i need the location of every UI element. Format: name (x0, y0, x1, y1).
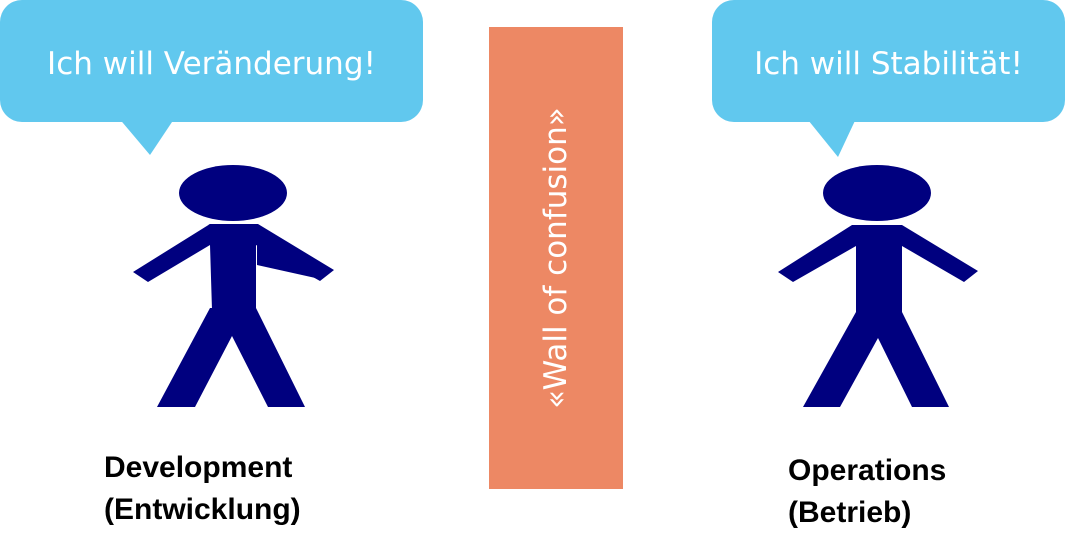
development-label: Development (Entwicklung) (104, 447, 301, 531)
operations-translation: (Betrieb) (788, 496, 912, 529)
operations-speech-bubble: Ich will Stabilität! (712, 0, 1065, 122)
development-speech-text: Ich will Veränderung! (47, 46, 376, 82)
operations-speech-text: Ich will Stabilität! (754, 46, 1023, 82)
development-speech-bubble: Ich will Veränderung! (0, 0, 423, 122)
development-translation: (Entwicklung) (104, 493, 301, 526)
wall-of-confusion: «Wall of confusion» (489, 27, 623, 489)
wall-label: «Wall of confusion» (538, 107, 574, 409)
operations-name: Operations (788, 454, 947, 487)
operations-label: Operations (Betrieb) (788, 450, 946, 534)
development-name: Development (104, 451, 293, 484)
